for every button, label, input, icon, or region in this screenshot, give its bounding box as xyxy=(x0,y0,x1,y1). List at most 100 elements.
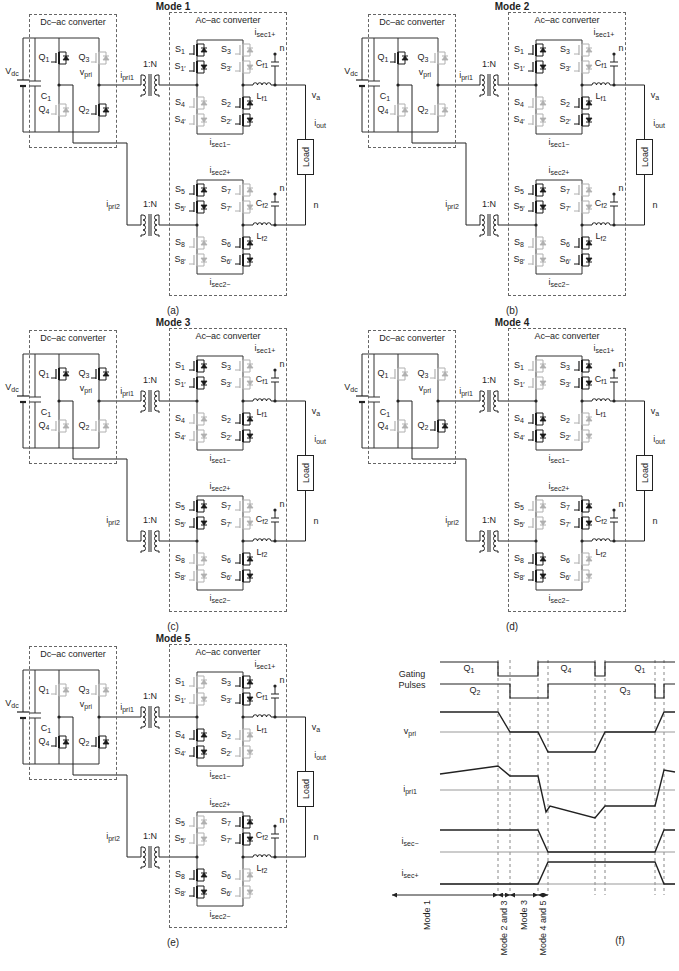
gate-lead xyxy=(528,387,533,388)
signal-label: 1:N xyxy=(482,59,496,69)
signal-label: iout xyxy=(314,434,326,447)
transformer-lead xyxy=(141,411,143,413)
diode-bar xyxy=(586,557,592,558)
signal-label: Lf2 xyxy=(257,863,268,876)
junction-dot xyxy=(195,715,198,718)
signal-label: S6 xyxy=(221,237,231,250)
gate-lead xyxy=(235,247,240,248)
load-label: Load xyxy=(639,463,650,483)
gate-lead xyxy=(574,264,579,265)
signal-label: Lf1 xyxy=(596,91,607,104)
gate-lead xyxy=(189,580,194,581)
diode-bar xyxy=(201,101,207,102)
mode-span-arrow xyxy=(510,895,538,896)
signal-label: isec1− xyxy=(549,137,570,150)
battery-plate xyxy=(359,401,365,403)
switch-channel xyxy=(242,44,244,56)
transformer-lead xyxy=(157,551,159,553)
signal-label: ipri2 xyxy=(445,515,459,528)
signal-label: S2′ xyxy=(220,746,231,759)
primary-winding xyxy=(143,531,146,551)
transformer-core xyxy=(149,846,151,868)
gate-lead xyxy=(189,739,194,740)
diode-bar xyxy=(586,262,592,263)
signal-label: S3′ xyxy=(220,693,231,706)
secondary-wire xyxy=(508,85,536,86)
signal-label: 1:N xyxy=(482,375,496,385)
signal-label: n xyxy=(279,359,284,369)
gate-lead xyxy=(574,423,579,424)
diode-symbol xyxy=(586,417,592,421)
signal-label: vpri xyxy=(80,67,92,80)
diode-symbol xyxy=(586,101,592,105)
load-box: Load xyxy=(297,771,314,807)
switch-channel xyxy=(58,368,60,380)
output-wire xyxy=(626,85,645,139)
load-box: Load xyxy=(636,455,653,491)
signal-label: ipri1 xyxy=(120,386,134,399)
bridge-leg xyxy=(536,356,582,450)
switch-channel xyxy=(242,97,244,109)
diode-bar xyxy=(586,188,592,189)
switch-channel xyxy=(581,413,583,425)
diode-bar xyxy=(247,122,253,123)
diode-symbol xyxy=(586,205,592,209)
switch-channel xyxy=(581,97,583,109)
diode-bar xyxy=(586,578,592,579)
gate-lead xyxy=(235,71,240,72)
diode-bar xyxy=(201,241,207,242)
switch-channel xyxy=(196,97,198,109)
mode-schematic xyxy=(17,38,287,274)
gate-lead xyxy=(91,114,96,115)
diode-bar xyxy=(103,108,109,109)
signal-label: Q1 xyxy=(378,368,389,381)
signal-label: S1 xyxy=(175,44,185,57)
switch-channel xyxy=(535,184,537,196)
diode-symbol xyxy=(201,837,207,841)
switch-channel xyxy=(535,114,537,126)
gate-lead xyxy=(189,527,194,528)
diode-bar xyxy=(201,122,207,123)
diode-symbol xyxy=(247,364,253,368)
filter-capacitor xyxy=(610,370,618,401)
battery-plate xyxy=(17,395,29,396)
bridge-leg xyxy=(536,180,582,274)
diode-symbol xyxy=(247,837,253,841)
signal-label: Lf1 xyxy=(257,723,268,736)
panel-letter: (c) xyxy=(167,621,179,632)
transformer-lead xyxy=(478,215,482,225)
signal-label: 1:N xyxy=(143,59,157,69)
bridge-rail xyxy=(536,180,582,274)
transformer-core xyxy=(149,214,151,236)
diode-bar xyxy=(586,504,592,505)
gate-lead xyxy=(528,563,533,564)
signal-label: ipri1 xyxy=(120,70,134,83)
gate-lead xyxy=(91,746,96,747)
signal-label: n xyxy=(279,499,284,509)
diode-symbol xyxy=(247,434,253,438)
transformer-lead xyxy=(496,391,500,401)
diode-symbol xyxy=(247,697,253,701)
signal-label: n xyxy=(618,43,623,53)
gate-lead xyxy=(528,510,533,511)
transformer-lead xyxy=(157,235,159,237)
gate-lead xyxy=(235,527,240,528)
gate-lead xyxy=(235,211,240,212)
transformer-lead xyxy=(157,707,161,717)
diode-symbol xyxy=(540,417,546,421)
mode-interval-label: Mode 2 and 3 xyxy=(499,900,509,955)
converter-heading: Ac–ac converter xyxy=(170,331,286,342)
diode-symbol xyxy=(103,56,109,60)
signal-label: S5 xyxy=(175,816,185,829)
signal-label: S8′ xyxy=(174,886,185,899)
diode-symbol xyxy=(201,241,207,245)
diode-bar xyxy=(586,101,592,102)
gate-lead xyxy=(189,247,194,248)
signal-label: Q2 xyxy=(79,104,90,117)
diode-symbol xyxy=(586,574,592,578)
transformer-lead xyxy=(157,95,159,97)
signal-label: ipri2 xyxy=(445,199,459,212)
signal-label: n xyxy=(618,183,623,193)
signal-label: C1 xyxy=(41,723,51,736)
signal-label: Cf1 xyxy=(595,374,607,387)
